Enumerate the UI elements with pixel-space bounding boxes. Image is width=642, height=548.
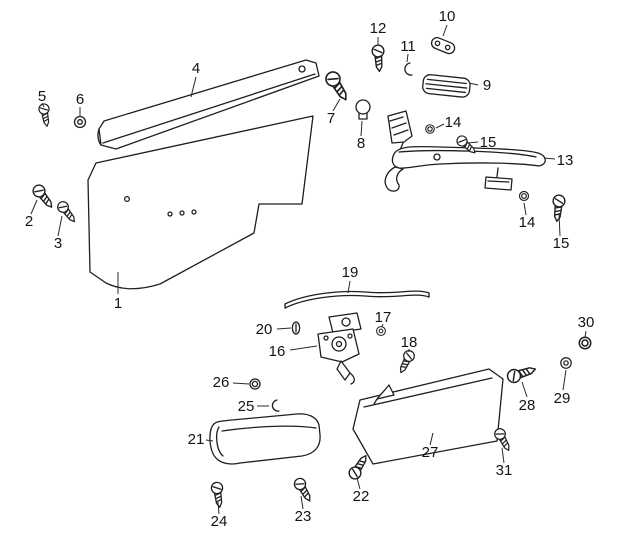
part-12-screw	[371, 44, 386, 73]
part-16-latch-mechanism	[317, 312, 362, 385]
part-10-clamp	[430, 37, 456, 55]
part-20-clip	[291, 321, 301, 335]
callout-label-11: 11	[400, 38, 416, 55]
part-25-clip	[271, 399, 280, 412]
callout-label-12: 12	[370, 20, 387, 37]
callout-label-2: 2	[25, 213, 33, 230]
leader-lines	[30, 24, 587, 515]
callout-label-23: 23	[295, 508, 312, 525]
part-6-washer	[73, 115, 87, 129]
callout-label-18: 18	[401, 334, 418, 351]
part-18-screw	[395, 348, 417, 376]
callout-labels: 1 2 3 4 5 6 7 8 9 10 11 12 13 14 15 14 1…	[25, 8, 595, 530]
callout-label-20: 20	[256, 321, 273, 338]
part-26-nut	[249, 378, 261, 390]
callout-label-21: 21	[188, 431, 205, 448]
callout-label-5: 5	[38, 88, 46, 105]
part-21-door-pocket	[209, 413, 321, 465]
callout-label-9: 9	[483, 77, 491, 94]
callout-label-14-upper: 14	[445, 114, 462, 131]
part-3-screw	[54, 198, 80, 226]
callout-label-7: 7	[327, 110, 335, 127]
part-30-nut	[578, 336, 592, 350]
part-23-screw	[291, 475, 316, 505]
part-27-lower-panel	[352, 368, 504, 465]
part-14-nut-lower	[518, 190, 530, 202]
part-5-screw	[37, 102, 53, 128]
part-28-stud	[505, 362, 539, 385]
part-19-release-rod	[284, 290, 430, 309]
part-11-clip	[404, 62, 413, 76]
part-13-armrest	[384, 110, 546, 192]
callout-label-4: 4	[192, 60, 200, 77]
callout-label-6: 6	[76, 91, 84, 108]
part-17-washer	[376, 326, 386, 336]
callout-label-26: 26	[213, 374, 230, 391]
callout-label-15-lower: 15	[553, 235, 570, 252]
part-7-screw	[322, 68, 353, 105]
callout-label-22: 22	[353, 488, 370, 505]
callout-label-25: 25	[238, 398, 255, 415]
part-15-screw-lower	[550, 193, 567, 223]
part-29-washer	[560, 357, 572, 369]
callout-label-13: 13	[557, 152, 574, 169]
callout-label-8: 8	[357, 135, 365, 152]
part-14-nut-upper	[425, 124, 435, 134]
callout-label-16: 16	[269, 343, 286, 360]
callout-label-3: 3	[54, 235, 62, 252]
callout-label-14-lower: 14	[519, 214, 536, 231]
part-1-door-panel	[87, 115, 314, 290]
callout-label-30: 30	[578, 314, 595, 331]
callout-label-10: 10	[439, 8, 456, 25]
part-22-screw	[346, 451, 372, 482]
callout-label-28: 28	[519, 397, 536, 414]
part-9-vent-grille	[422, 74, 471, 98]
callout-label-29: 29	[554, 390, 571, 407]
part-4-trim-strip-highlighted	[97, 59, 320, 150]
callout-label-1: 1	[114, 295, 122, 312]
part-8-plug	[355, 99, 371, 120]
callout-label-31: 31	[496, 462, 513, 479]
callout-label-15-upper: 15	[480, 134, 497, 151]
callout-label-19: 19	[342, 264, 359, 281]
callout-label-27: 27	[422, 444, 439, 461]
callout-label-24: 24	[211, 513, 228, 530]
callout-label-17: 17	[375, 309, 392, 326]
